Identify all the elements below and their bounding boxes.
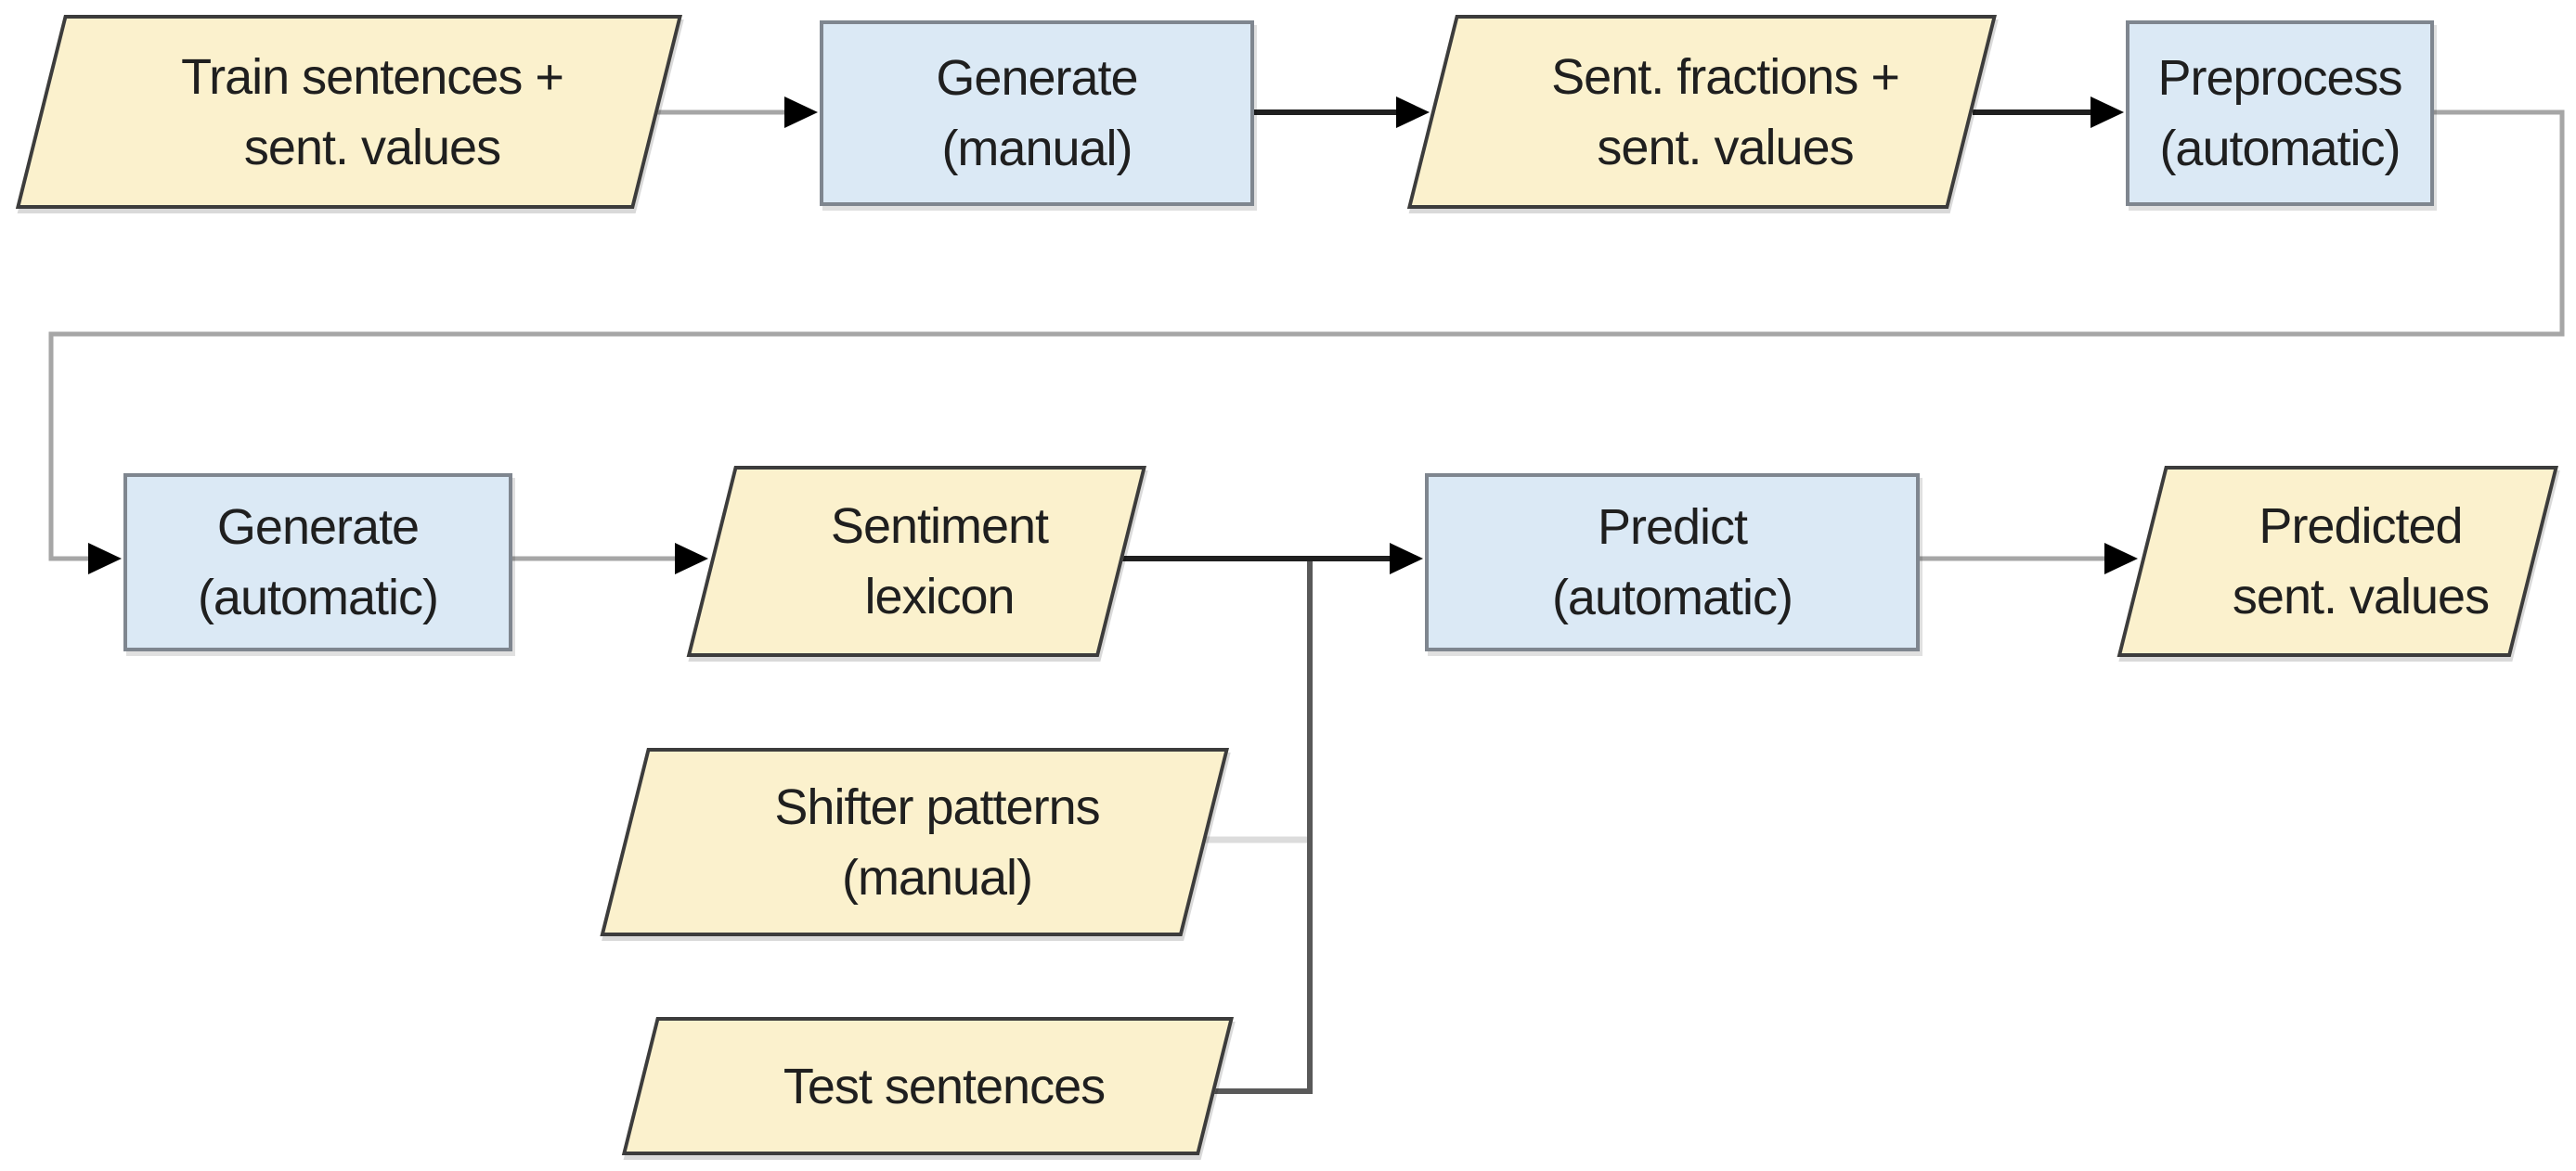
node-predicted-values-line1: Predicted [2259,498,2463,554]
node-predicted-values-label: Predicted sent. values [2168,470,2554,653]
node-train-sentences: Train sentences + sent. values [15,15,683,209]
node-sent-fractions-label: Sent. fractions + sent. values [1458,19,1992,205]
node-train-sentences-label: Train sentences + sent. values [67,19,678,205]
node-predicted-values: Predicted sent. values [2116,466,2558,657]
node-predict-line2: (automatic) [1551,570,1793,625]
edge-generate-manual-to-sent-fractions [1254,97,1430,128]
edge-train-to-generate-manual [655,97,818,128]
node-sent-fractions-line1: Sent. fractions + [1551,48,1899,105]
node-generate-automatic: Generate (automatic) [123,473,512,651]
edge-preprocess-to-generate-automatic [48,109,2565,574]
node-generate-manual: Generate (manual) [820,20,1254,206]
node-sent-fractions-line2: sent. values [1597,119,1854,175]
node-generate-automatic-line1: Generate [216,499,420,555]
node-shifter-patterns-line1: Shifter patterns [774,779,1100,835]
node-generate-manual-line2: (manual) [941,121,1133,176]
node-predict-line1: Predict [1597,499,1748,555]
node-predict-label: Predict (automatic) [1429,477,1916,648]
node-train-sentences-line1: Train sentences + [181,48,563,105]
node-sentiment-lexicon-line1: Sentiment [830,498,1049,554]
node-shifter-patterns-line2: (manual) [841,849,1033,906]
node-generate-automatic-line2: (automatic) [197,570,439,625]
edge-test-sentences-branch [1210,560,1313,1094]
node-generate-automatic-label: Generate (automatic) [127,477,509,648]
node-sentiment-lexicon: Sentiment lexicon [686,466,1146,657]
node-sentiment-lexicon-label: Sentiment lexicon [737,470,1142,653]
node-sentiment-lexicon-line2: lexicon [864,569,1015,624]
node-test-sentences: Test sentences [621,1017,1234,1155]
node-preprocess: Preprocess (automatic) [2126,20,2434,206]
edge-predict-to-predicted-values [1920,543,2138,574]
node-predicted-values-line2: sent. values [2232,569,2490,624]
node-generate-manual-label: Generate (manual) [823,24,1250,202]
node-shifter-patterns-label: Shifter patterns (manual) [650,752,1224,933]
edge-generate-automatic-to-sentiment-lexicon [512,543,708,574]
node-predict: Predict (automatic) [1425,473,1920,651]
node-shifter-patterns: Shifter patterns (manual) [600,748,1229,936]
node-test-sentences-label: Test sentences [659,1021,1229,1152]
node-test-sentences-line1: Test sentences [783,1058,1106,1114]
node-preprocess-line1: Preprocess [2157,50,2402,106]
node-train-sentences-line2: sent. values [243,119,501,175]
edge-sent-fractions-to-preprocess [1973,97,2124,128]
edge-sentiment-lexicon-to-predict [1120,543,1423,574]
node-sent-fractions: Sent. fractions + sent. values [1406,15,1997,209]
node-preprocess-line2: (automatic) [2159,121,2401,176]
node-preprocess-label: Preprocess (automatic) [2129,24,2430,202]
node-generate-manual-line1: Generate [936,50,1138,106]
